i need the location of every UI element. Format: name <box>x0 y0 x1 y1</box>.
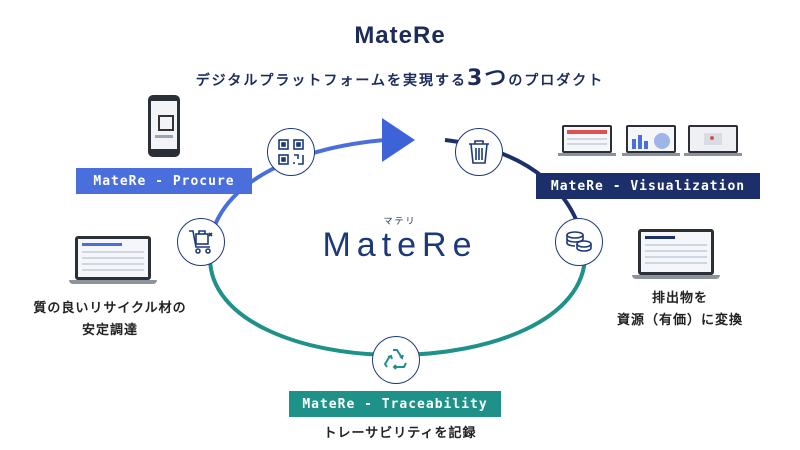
screen-bar <box>644 141 648 149</box>
page-title: MateRe <box>354 22 446 49</box>
phone-screen <box>151 101 177 149</box>
laptop-screen <box>564 127 610 151</box>
screen-line <box>567 138 607 140</box>
laptop-base <box>684 153 742 156</box>
label-procure: MateRe - Procure <box>76 168 252 194</box>
description-traceability: トレーサビリティを記録 <box>323 426 477 441</box>
laptop-base <box>69 280 157 284</box>
screen-line <box>645 250 707 252</box>
label-traceability: MateRe - Traceability <box>289 391 501 417</box>
screen-line <box>82 269 144 271</box>
laptop-screen <box>690 127 736 151</box>
screen-donut <box>654 133 670 149</box>
description-visualization: 排出物を 資源（有価）に変換 <box>580 288 780 332</box>
subtitle-text-before: デジタルプラットフォームを実現する <box>195 73 467 89</box>
laptop-screen <box>78 239 148 277</box>
laptop-mockup-visualization-4 <box>638 229 714 275</box>
subtitle-number: 3つ <box>467 66 509 91</box>
phone-mockup <box>148 95 180 157</box>
phone-line <box>155 135 173 138</box>
description-visualization-line1: 排出物を <box>651 291 708 306</box>
qr-code-icon <box>267 128 315 176</box>
cycle-arrow-icon <box>382 118 415 162</box>
laptop-mockup-visualization-2 <box>626 125 676 153</box>
screen-bar <box>567 130 607 134</box>
description-procure-line2: 安定調達 <box>81 323 138 338</box>
description-procure-line1: 質の良いリサイクル材の <box>33 301 187 316</box>
screen-bar <box>638 135 642 149</box>
laptop-base <box>632 275 720 279</box>
description-visualization-line2: 資源（有価）に変換 <box>616 313 743 328</box>
laptop-mockup-procure <box>75 236 151 280</box>
page-subtitle: デジタルプラットフォームを実現する3つのプロダクト <box>0 60 800 92</box>
laptop-base <box>558 153 616 156</box>
center-logo-ruby: マテリ <box>383 217 417 227</box>
screen-line <box>645 244 707 246</box>
screen-line <box>645 262 707 264</box>
screen-line <box>82 257 144 259</box>
laptop-mockup-visualization-3 <box>688 125 738 153</box>
laptop-mockup-visualization-1 <box>562 125 612 153</box>
subtitle-text-after: のプロダクト <box>508 73 605 89</box>
screen-line <box>82 243 122 246</box>
screen-bar <box>632 139 636 149</box>
description-procure: 質の良いリサイクル材の 安定調達 <box>10 298 210 342</box>
laptop-base <box>622 153 680 156</box>
trash-bin-icon <box>455 128 503 176</box>
screen-line <box>645 256 707 258</box>
screen-line <box>82 251 144 253</box>
label-visualization: MateRe - Visualization <box>536 173 760 199</box>
screen-line <box>567 143 607 145</box>
laptop-screen <box>641 232 711 272</box>
shopping-cart-icon <box>177 218 225 266</box>
screen-line <box>645 236 675 239</box>
recycle-icon <box>372 336 420 384</box>
screen-line <box>82 263 144 265</box>
screen-marker <box>710 136 714 140</box>
center-logo: MateRe <box>322 226 478 264</box>
laptop-screen <box>628 127 674 151</box>
coins-icon <box>555 218 603 266</box>
qr-code-icon <box>158 115 174 131</box>
